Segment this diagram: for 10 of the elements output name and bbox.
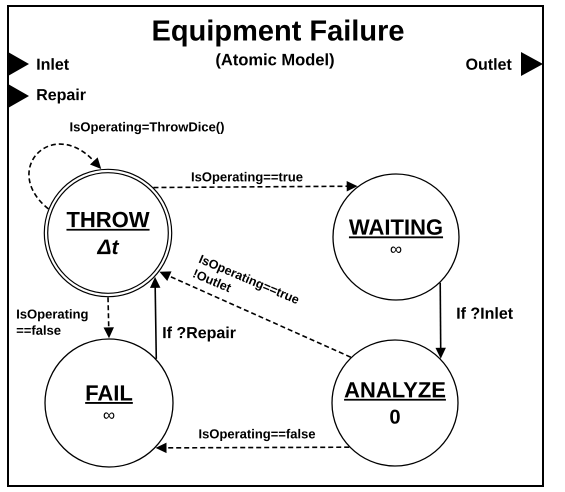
port-label: Inlet — [37, 58, 69, 70]
edge-label: If ?Inlet — [457, 307, 513, 319]
edge-label: IsOperating==false — [199, 428, 316, 442]
port-label: Repair — [37, 88, 86, 104]
edge-label: IsOperating=ThrowDice() — [70, 122, 224, 134]
port-label: Outlet — [466, 58, 512, 70]
edge-label: IsOperating==true — [192, 172, 303, 184]
subtitle-text: (Atomic Model) — [216, 53, 334, 69]
edge-label: IsOperating ==false — [16, 309, 88, 335]
title-text: Equipment Failure — [153, 19, 404, 47]
